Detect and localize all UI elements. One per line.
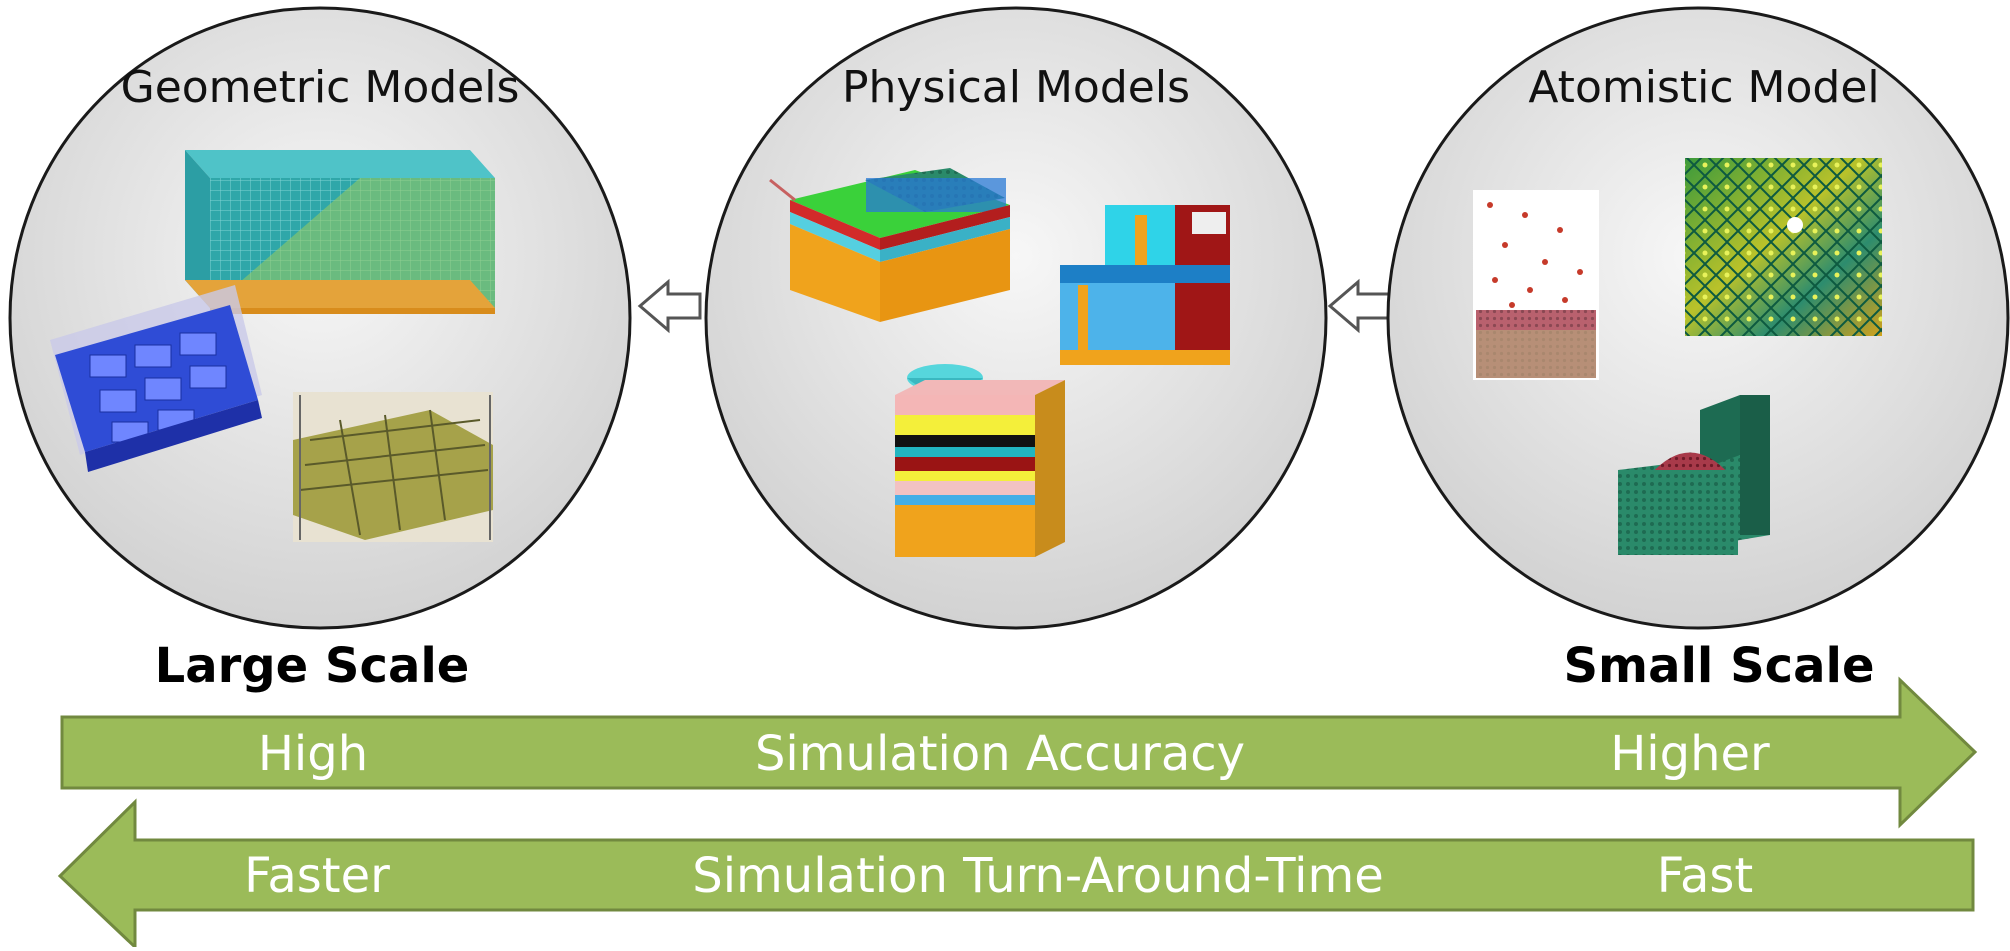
accuracy-left-label: High xyxy=(258,726,368,782)
atomistic-deposition-image xyxy=(1473,190,1599,380)
geometric-box-image xyxy=(185,150,495,314)
physical-slab-image xyxy=(769,168,1010,322)
accuracy-center-label: Simulation Accuracy xyxy=(755,726,1245,782)
atomistic-model-circle: Atomistic Model xyxy=(1386,6,2010,630)
atomistic-model-title: Atomistic Model xyxy=(1528,62,1879,113)
turnaround-arrow-shape xyxy=(57,798,1975,951)
left-flow-arrow-2 xyxy=(1327,278,1392,334)
circle-background xyxy=(704,6,1328,630)
atomistic-lattice-image xyxy=(1685,158,1882,336)
turnaround-right-label: Fast xyxy=(1657,848,1753,904)
left-flow-arrow-1 xyxy=(637,278,702,334)
geometric-layout-image xyxy=(293,392,493,542)
physical-models-title: Physical Models xyxy=(842,62,1190,113)
large-scale-label: Large Scale xyxy=(155,638,470,694)
physical-device-image xyxy=(1060,205,1230,365)
geometric-models-title: Geometric Models xyxy=(121,62,520,113)
accuracy-arrow: High Simulation Accuracy Higher xyxy=(60,676,1978,829)
small-scale-label: Small Scale xyxy=(1563,638,1874,694)
accuracy-right-label: Higher xyxy=(1610,726,1770,782)
geometric-models-circle: Geometric Models xyxy=(8,6,632,630)
physical-stack-image xyxy=(895,364,1065,557)
accuracy-arrow-shape xyxy=(60,676,1978,829)
turnaround-center-label: Simulation Turn-Around-Time xyxy=(692,848,1384,904)
physical-models-circle: Physical Models xyxy=(704,6,1328,630)
atomistic-block-image xyxy=(1618,395,1770,555)
turnaround-arrow: Faster Simulation Turn-Around-Time Fast xyxy=(57,798,1975,951)
geometric-chip-image xyxy=(50,285,262,472)
turnaround-left-label: Faster xyxy=(244,848,390,904)
